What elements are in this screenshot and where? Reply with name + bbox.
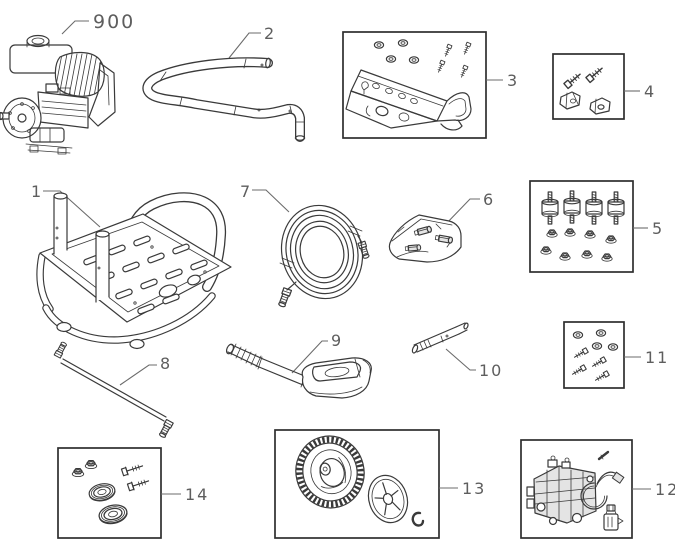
retainer-clip (411, 511, 425, 527)
kit-box-outline-5 (529, 180, 634, 273)
part-vibration-mount-kit: 5 (529, 180, 664, 273)
part-bolt-washer-kit: 11 (563, 321, 669, 389)
part-label-9: 9 (331, 331, 343, 350)
part-label-5: 5 (652, 219, 664, 238)
part-label-3: 3 (507, 71, 519, 90)
part-nozzle-illustration: 10 (411, 322, 503, 380)
part-label-6: 6 (483, 190, 495, 209)
part-pump-kit: 12 (520, 439, 675, 539)
part-wheel-kit: 13 (274, 429, 486, 539)
part-label-11: 11 (645, 348, 669, 367)
part-bearing-hardware-kit: 14 (57, 447, 209, 539)
leader-line-900 (61, 20, 89, 35)
kit-box-outline-3 (342, 31, 487, 139)
leader-line-8 (119, 364, 157, 386)
kit-box-outline-11 (563, 321, 625, 389)
leader-line-2 (228, 32, 261, 59)
part-label-7: 7 (240, 182, 252, 201)
part-label-10: 10 (479, 361, 503, 380)
leader-line-1 (43, 190, 101, 228)
leader-line-6 (443, 198, 480, 227)
part-label-14: 14 (185, 485, 209, 504)
leader-line-9 (291, 340, 328, 374)
wheel (295, 435, 365, 509)
leader-line-7 (252, 189, 290, 213)
part-label-900: 900 (93, 11, 135, 33)
part-label-8: 8 (160, 354, 172, 373)
part-hose-illustration: 7 (240, 182, 371, 309)
frame-posts (53, 192, 110, 303)
part-control-panel-kit: 3 (342, 31, 519, 139)
part-fittings-bag-kit: 6 (388, 190, 495, 263)
part-knob-bolt-kit: 4 (552, 53, 656, 120)
part-label-1: 1 (31, 182, 43, 201)
part-label-2: 2 (264, 24, 276, 43)
part-tube-illustration: 8 (53, 340, 174, 440)
leader-line-10 (445, 348, 476, 371)
part-engine-illustration: 900 (0, 11, 135, 155)
part-spray-gun-illustration: 9 (225, 331, 372, 399)
part-label-13: 13 (462, 479, 486, 498)
part-frame-illustration: 1 (31, 182, 232, 350)
part-label-4: 4 (644, 82, 656, 101)
kit-box-outline-13 (274, 429, 440, 539)
part-handle-illustration: 2 (142, 24, 306, 142)
kit-box-outline-4 (552, 53, 625, 120)
hubcap (367, 474, 409, 524)
part-label-12: 12 (655, 480, 675, 499)
kit-box-outline-14 (57, 447, 162, 539)
